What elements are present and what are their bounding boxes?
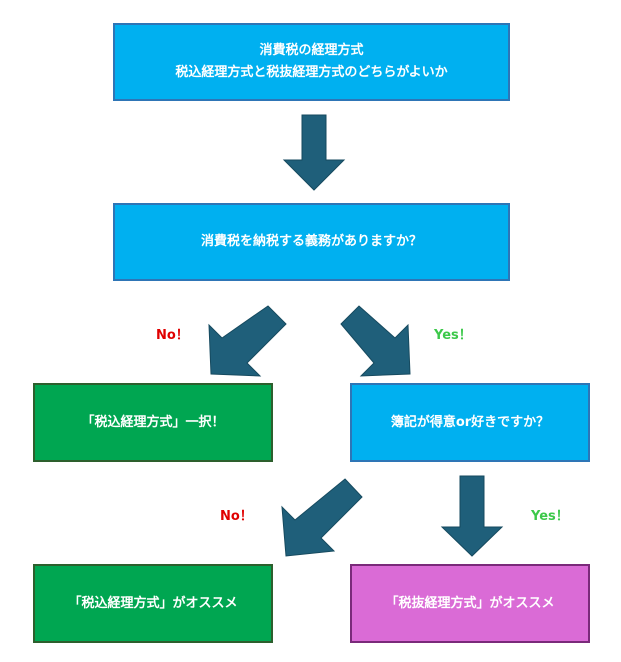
question-bookkeeping-box: 簿記が得意or好きですか？: [350, 383, 590, 462]
question-tax-obligation-text: 消費税を納税する義務がありますか？: [200, 234, 422, 249]
question-tax-obligation-box: 消費税を納税する義務がありますか？: [113, 203, 510, 281]
question-bookkeeping-text: 簿記が得意or好きですか？: [390, 414, 550, 430]
result-tax-excluded-recommended-text: 「税抜経理方式」がオススメ: [385, 595, 555, 611]
arrow-down-1-icon: [282, 114, 346, 191]
yes-label-2: Yes！: [531, 509, 569, 524]
top-question-box: 消費税の経理方式 税込経理方式と税抜経理方式のどちらがよいか: [113, 23, 510, 101]
arrow-down-left-2-icon: [281, 478, 363, 557]
top-question-line1: 消費税の経理方式: [259, 43, 364, 58]
arrow-down-2-icon: [440, 475, 504, 557]
result-tax-excluded-recommended-box: 「税抜経理方式」がオススメ: [350, 564, 590, 643]
arrow-down-right-1-icon: [340, 305, 411, 377]
no-label-1: No！: [156, 328, 189, 343]
yes-label-1: Yes！: [434, 328, 472, 343]
result-tax-included-recommended-text: 「税込経理方式」がオススメ: [68, 595, 238, 611]
result-tax-included-only-text: 「税込経理方式」一択！: [81, 414, 225, 430]
top-question-line2: 税込経理方式と税抜経理方式のどちらがよいか: [175, 65, 448, 80]
no-label-2: No！: [220, 509, 253, 524]
arrow-down-left-1-icon: [208, 305, 287, 377]
result-tax-included-only-box: 「税込経理方式」一択！: [33, 383, 273, 462]
result-tax-included-recommended-box: 「税込経理方式」がオススメ: [33, 564, 273, 643]
